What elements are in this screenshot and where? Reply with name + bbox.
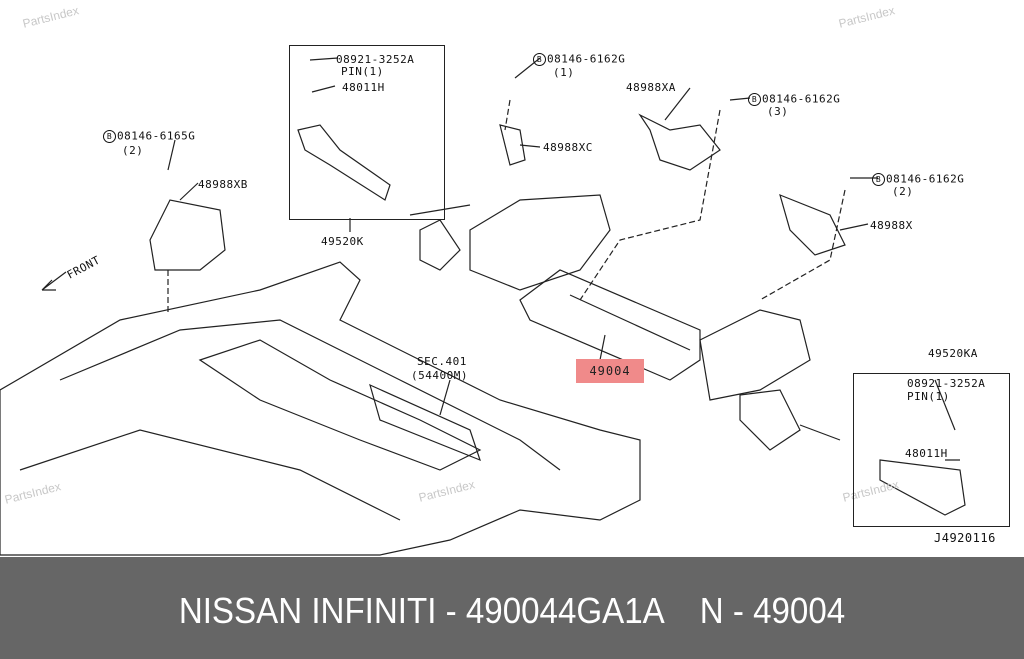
part-label[interactable]: 49520K — [321, 235, 364, 248]
qty-label: (1) — [553, 66, 575, 79]
part-label[interactable]: 49520KA — [928, 347, 978, 360]
bolt-marker-icon: B — [748, 93, 761, 106]
parts-diagram-drawing — [0, 57, 966, 556]
part-label[interactable]: 08921-3252A — [907, 377, 986, 390]
footer-bar: NISSAN INFINITI - 490044GA1A N - 49004 — [0, 557, 1024, 659]
part-label[interactable]: 48988XB — [198, 178, 248, 191]
diagram-id: J4920116 — [934, 531, 996, 545]
bolt-marker-icon: B — [533, 53, 546, 66]
section-label[interactable]: SEC.401 — [417, 355, 467, 368]
part-label[interactable]: 48011H — [342, 81, 385, 94]
part-number: 08146-6162G — [886, 172, 965, 186]
part-number: 08146-6165G — [117, 129, 196, 143]
highlighted-part-label[interactable]: 49004 — [576, 359, 644, 383]
tie-rod-left-callout-box — [289, 45, 445, 220]
part-label[interactable]: 48011H — [905, 447, 948, 460]
part-label[interactable]: 48988X — [870, 219, 913, 232]
footer-title: NISSAN INFINITI - 490044GA1A N - 49004 — [178, 590, 846, 631]
part-number: 08146-6162G — [762, 92, 841, 106]
qty-label: (2) — [122, 144, 144, 157]
tie-rod-right-callout-box — [853, 373, 1010, 527]
part-label[interactable]: 48988XC — [543, 141, 593, 154]
qty-label: (2) — [892, 185, 914, 198]
section-ref-label: (54400M) — [411, 369, 468, 382]
bolt-marker-icon: B — [103, 130, 116, 143]
qty-label: (3) — [767, 105, 789, 118]
part-label[interactable]: 08921-3252A — [336, 53, 415, 66]
bolt-marker-icon: B — [872, 173, 885, 186]
part-label[interactable]: 48988XA — [626, 81, 676, 94]
part-number: 08146-6162G — [547, 52, 626, 66]
qty-label: PIN(1) — [907, 390, 950, 403]
qty-label: PIN(1) — [341, 65, 384, 78]
